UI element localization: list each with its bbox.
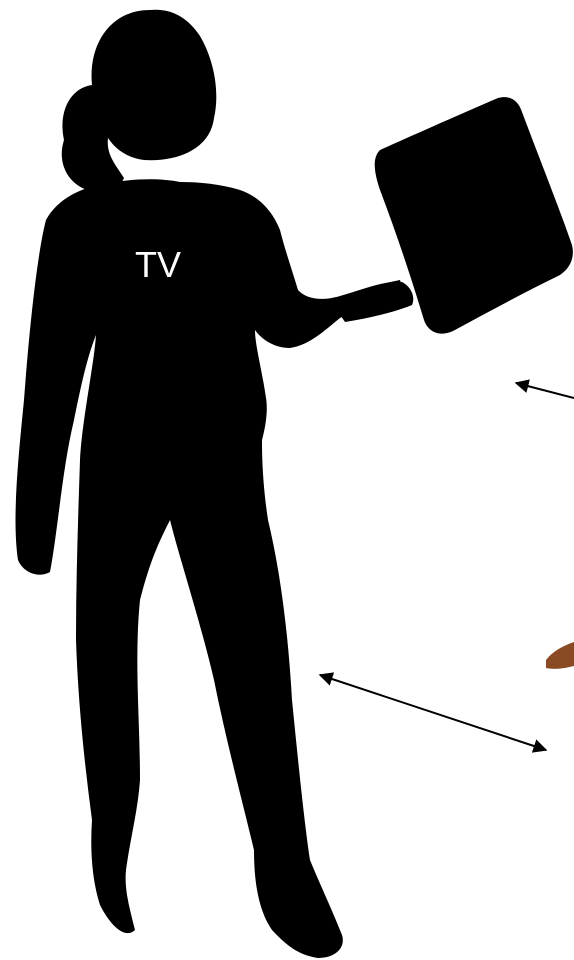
- partial-brown-object: [546, 642, 574, 669]
- tv-label: TV: [135, 244, 181, 285]
- woman-silhouette: [16, 10, 573, 958]
- lower-arrow: [320, 675, 546, 750]
- silhouette-hand: [330, 282, 413, 322]
- silhouette-head: [62, 10, 217, 192]
- upper-arrow: [516, 383, 574, 398]
